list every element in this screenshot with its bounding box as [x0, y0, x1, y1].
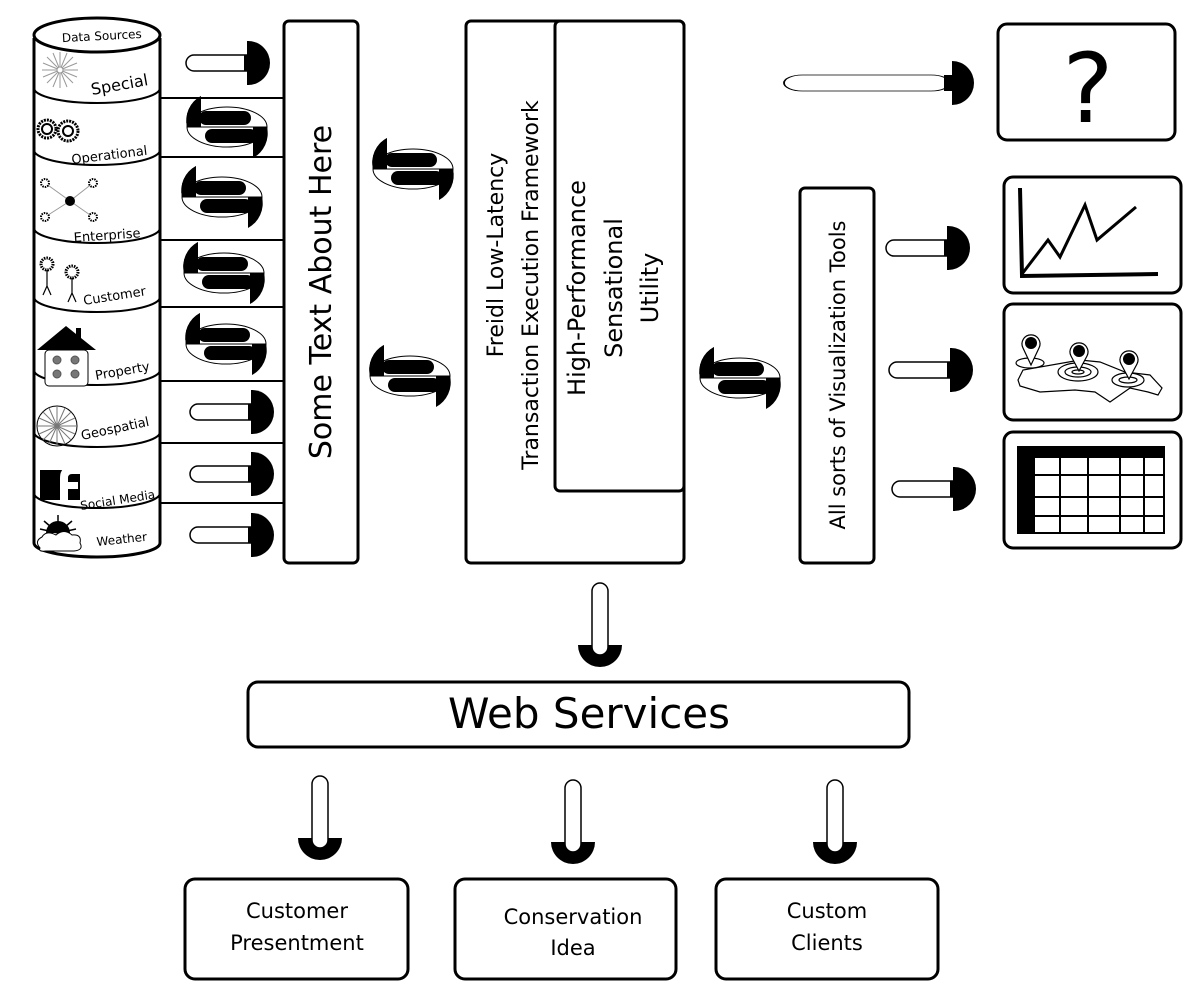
arrow-right-icon [189, 512, 275, 558]
data-sources-cylinder: Data Sources Special [32, 16, 162, 559]
arrow-head-icon [952, 61, 974, 105]
utility-line-1: High-Performance [563, 180, 591, 396]
segment-enterprise: Enterprise [40, 178, 141, 246]
client-label-line1: Conservation [504, 905, 643, 929]
gears-icon [36, 118, 80, 143]
house-icon [37, 326, 96, 387]
table-grid-icon [1017, 446, 1165, 534]
output-map[interactable] [1002, 302, 1183, 422]
line-chart-icon [1018, 187, 1159, 279]
arrow-down-icon [297, 775, 343, 861]
arrow-down-icon [550, 779, 596, 865]
output-chart[interactable] [1002, 175, 1183, 295]
utility-box[interactable]: High-Performance Sensational Utility [553, 19, 686, 493]
client-label-line1: Customer [246, 899, 348, 923]
visualization-tools-label: All sorts of Visualization Tools [826, 221, 850, 530]
exchange-arrows-icon [185, 95, 269, 159]
integration-box-label: Some Text About Here [304, 125, 339, 459]
web-services-label: Web Services [448, 689, 730, 738]
visualization-tools-box[interactable]: All sorts of Visualization Tools [798, 186, 876, 565]
starburst-icon [42, 52, 78, 88]
exchange-arrows-icon [698, 346, 782, 410]
source-connector-lane [160, 40, 284, 558]
sun-cloud-icon [36, 515, 82, 552]
network-icon [40, 178, 98, 222]
output-unknown[interactable]: ? [996, 22, 1177, 145]
utility-line-3: Utility [636, 253, 664, 324]
client-label-line2: Idea [550, 936, 595, 960]
arrow-right-icon [888, 347, 974, 393]
segment-label-enterprise: Enterprise [73, 226, 141, 246]
arrow-right-icon [891, 466, 977, 512]
facebook-icon [40, 466, 80, 500]
exchange-arrows-icon [182, 241, 266, 305]
client-box-conservation-idea[interactable]: Conservation Idea [453, 877, 678, 981]
exchange-arrows-icon [184, 312, 268, 376]
segment-special: Special [42, 52, 149, 99]
segment-weather: Weather [36, 515, 148, 552]
exchange-arrows-icon [371, 137, 455, 201]
globe-wheel-icon [36, 405, 78, 447]
client-box-customer-presentment[interactable]: Customer Presentment [183, 877, 410, 981]
framework-line-2: Transaction Execution Framework [519, 100, 544, 471]
utility-line-2: Sensational [600, 218, 628, 358]
output-arrows [783, 61, 977, 512]
segment-label-weather: Weather [96, 530, 148, 549]
output-table[interactable] [1002, 430, 1183, 550]
client-label-line2: Clients [791, 931, 863, 955]
client-label-line1: Custom [787, 899, 867, 923]
exchange-arrows-icon [180, 165, 264, 229]
arrow-down-icon [812, 779, 858, 865]
arrow-down-icon [577, 582, 623, 668]
question-mark-icon: ? [1063, 33, 1114, 145]
client-box-custom-clients[interactable]: Custom Clients [714, 877, 940, 981]
exchange-arrows-icon [368, 344, 452, 408]
people-icon [39, 256, 80, 303]
framework-line-1: Freidl Low-Latency [484, 153, 509, 358]
arrow-right-icon [189, 389, 275, 435]
client-label-line2: Presentment [230, 931, 364, 955]
integration-box[interactable]: Some Text About Here [282, 19, 360, 565]
arrow-right-icon [885, 225, 971, 271]
arrow-right-icon [185, 40, 271, 86]
web-services-box[interactable]: Web Services [246, 680, 911, 749]
data-sources-title: Data Sources [62, 27, 143, 45]
map-pins-icon [1015, 334, 1163, 403]
arrow-right-icon [189, 451, 275, 497]
